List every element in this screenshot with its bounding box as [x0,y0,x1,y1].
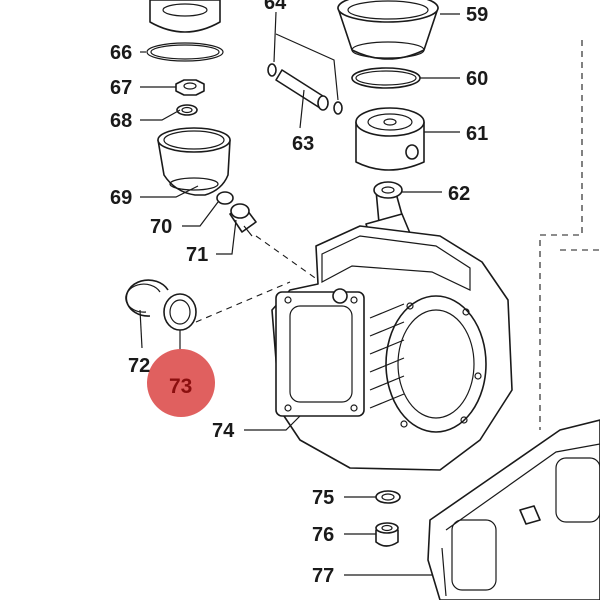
label-66: 66 [110,42,132,64]
part-67-nut [175,79,205,96]
label-59: 59 [466,4,488,26]
part-60-ring [351,67,421,89]
part-74-crankcase [271,225,513,471]
part-61-piston [355,107,425,171]
part-59-cylinder-cap [337,0,439,60]
label-73-highlighted: 73 [169,375,192,398]
part-68-ring [176,104,198,116]
highlight-circle [147,349,215,417]
label-69: 69 [110,187,132,209]
label-72: 72 [128,355,150,377]
part-63-pin [275,69,329,111]
part-70-oring [216,191,234,205]
label-76: 76 [312,524,334,546]
part-76-plug [375,522,399,547]
label-60: 60 [466,68,488,90]
part-66-cap [146,0,224,62]
label-63: 63 [292,133,314,155]
leader-lines [139,11,460,576]
label-71: 71 [186,244,208,266]
part-72-snap-ring [125,279,169,317]
part-73-seal [163,293,197,331]
part-77-gasket [427,419,600,600]
label-64: 64 [264,0,287,14]
part-69-cup [157,127,231,196]
label-62: 62 [448,183,470,205]
label-68: 68 [110,110,132,132]
label-70: 70 [150,216,172,238]
part-71-fitting [229,203,257,237]
part-labels: 66 67 68 69 70 71 64 63 59 60 61 62 72 7… [110,0,488,587]
label-77: 77 [312,565,334,587]
part-64-pin-orings [267,63,343,115]
label-67: 67 [110,77,132,99]
label-75: 75 [312,487,334,509]
label-61: 61 [466,123,488,145]
part-75-washer [375,490,401,504]
label-74: 74 [212,420,235,442]
